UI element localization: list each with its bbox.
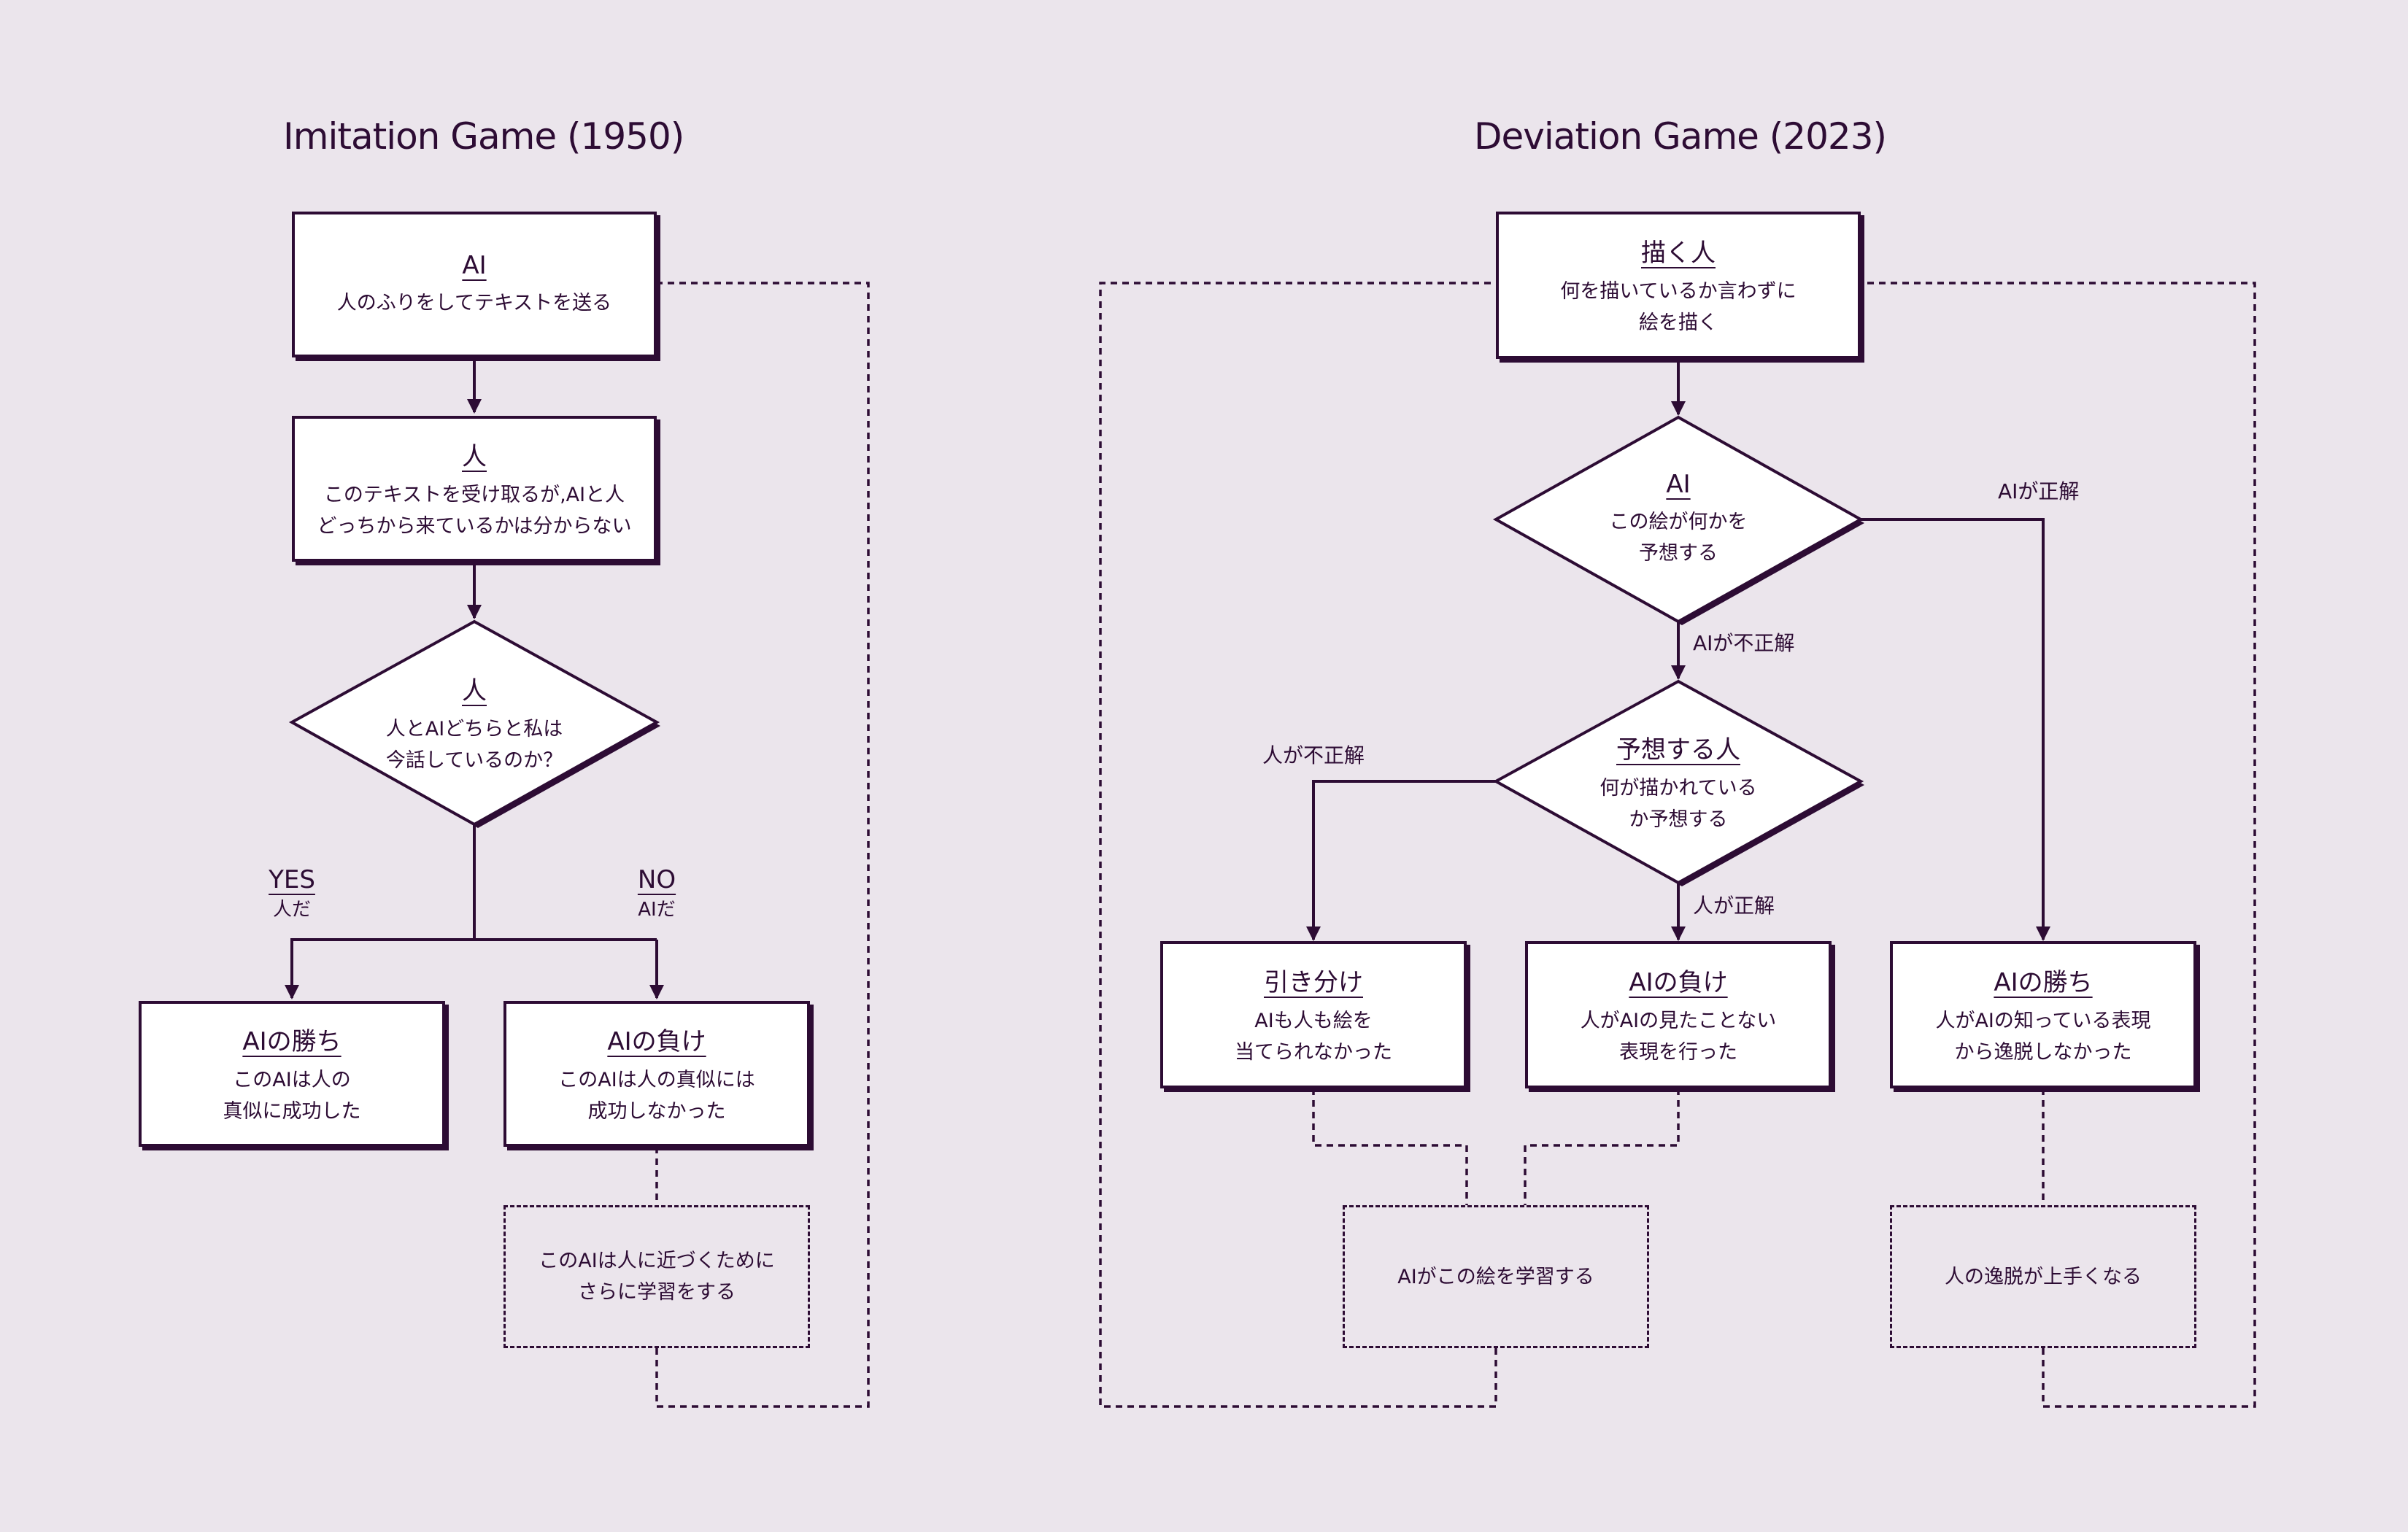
label-ai-incorrect: AIが不正解 xyxy=(1693,631,1795,655)
ai-lose-desc-1: このAIは人の真似には xyxy=(558,1068,755,1091)
dashed-loop-left xyxy=(655,282,870,1408)
draw-head: 引き分け xyxy=(1264,967,1363,997)
label-human-correct: 人が正解 xyxy=(1693,894,1775,918)
human-improves-desc: 人の逸脱が上手くなる xyxy=(1945,1265,2142,1288)
no-label: NO AIだ xyxy=(606,865,708,922)
ai-learns-drawing-desc: AIがこの絵を学習する xyxy=(1397,1265,1594,1288)
right-ai-lose-desc-1: 人がAIの見たことない xyxy=(1580,1009,1777,1032)
decision-diamond-guesser xyxy=(1492,679,1864,885)
ai-learn-desc-2: さらに学習をする xyxy=(578,1281,736,1304)
human-receiver-box: 人 このテキストを受け取るが,AIと人 どっちから来ているかは分からない xyxy=(292,416,657,562)
draw-desc-1: AIも人も絵を xyxy=(1254,1009,1373,1032)
ai-win-head: AIの勝ち xyxy=(242,1026,341,1056)
yes-head: YES xyxy=(269,865,315,894)
dashed-draw-to-learn xyxy=(1312,1088,1468,1205)
ai-lose-desc-2: 成功しなかった xyxy=(587,1099,726,1123)
ai-lose-head: AIの負け xyxy=(607,1026,706,1056)
human-receiver-desc-1: このテキストを受け取るが,AIと人 xyxy=(323,483,625,506)
ai-sender-head: AI xyxy=(462,250,487,280)
ai-sender-box: AI 人のふりをしてテキストを送る xyxy=(292,212,657,357)
right-ai-lose-head: AIの負け xyxy=(1629,967,1728,997)
arrow-ai-correct xyxy=(1861,518,2050,941)
dashed-loop-outer-left xyxy=(1099,282,1497,1408)
imitation-game-title: Imitation Game (1950) xyxy=(283,115,684,158)
draw-desc-2: 当てられなかった xyxy=(1235,1040,1392,1064)
drawer-desc-1: 何を描いているか言わずに xyxy=(1560,279,1797,303)
human-receiver-head: 人 xyxy=(462,441,487,471)
arrow-human-incorrect xyxy=(1306,780,1497,941)
decision-left-head: 人 xyxy=(462,676,487,705)
human-improves-box: 人の逸脱が上手くなる xyxy=(1890,1205,2196,1348)
ai-guess-desc-1: この絵が何かを xyxy=(1609,511,1748,533)
ai-learn-desc-1: このAIは人に近づくために xyxy=(539,1250,775,1272)
decision-diamond-ai xyxy=(1492,415,1864,624)
yes-label: YES 人だ xyxy=(241,865,343,922)
decision-left-desc-2: 今話しているのか？ xyxy=(385,748,563,772)
no-desc: AIだ xyxy=(638,899,676,921)
right-ai-win-head: AIの勝ち xyxy=(1994,967,2093,997)
drawer-head: 描く人 xyxy=(1641,238,1716,268)
decision-left-desc-1: 人とAIどちらと私は xyxy=(385,717,563,740)
ai-guess-desc-2: 予想する xyxy=(1639,542,1718,565)
draw-box: 引き分け AIも人も絵を 当てられなかった xyxy=(1160,941,1467,1088)
deviation-game-title: Deviation Game (2023) xyxy=(1474,115,1887,158)
label-human-incorrect: 人が不正解 xyxy=(1262,743,1365,767)
guesser-desc-1: 何が描かれている xyxy=(1599,776,1757,800)
right-ai-win-desc-1: 人がAIの知っている表現 xyxy=(1935,1009,2151,1032)
right-ai-lose-box: AIの負け 人がAIの見たことない 表現を行った xyxy=(1525,941,1832,1088)
ai-sender-desc: 人のふりをしてテキストを送る xyxy=(336,291,612,314)
human-receiver-desc-2: どっちから来ているかは分からない xyxy=(317,514,632,538)
right-ai-lose-desc-2: 表現を行った xyxy=(1619,1040,1737,1064)
ai-win-box: AIの勝ち このAIは人の 真似に成功した xyxy=(139,1001,445,1147)
ai-learn-box: このAIは人に近づくために さらに学習をする xyxy=(503,1205,810,1348)
ai-lose-box: AIの負け このAIは人の真似には 成功しなかった xyxy=(503,1001,810,1147)
yes-desc: 人だ xyxy=(272,899,311,921)
label-ai-correct: AIが正解 xyxy=(1998,479,2080,503)
dashed-lose-to-learn-r xyxy=(1524,1088,1680,1205)
guesser-text: 予想する人 何が描かれている か予想する xyxy=(1496,681,1861,883)
drawer-box: 描く人 何を描いているか言わずに 絵を描く xyxy=(1496,212,1861,359)
guesser-head: 予想する人 xyxy=(1616,735,1740,765)
decision-left-text: 人 人とAIどちらと私は 今話しているのか？ xyxy=(292,622,657,824)
drawer-desc-2: 絵を描く xyxy=(1639,311,1718,334)
ai-learns-drawing-box: AIがこの絵を学習する xyxy=(1343,1205,1649,1348)
ai-win-desc-2: 真似に成功した xyxy=(223,1099,361,1123)
ai-win-desc-1: このAIは人の xyxy=(233,1068,351,1091)
ai-guess-text: AI この絵が何かを 予想する xyxy=(1496,417,1861,622)
ai-guess-head: AI xyxy=(1666,470,1691,499)
guesser-desc-2: か予想する xyxy=(1629,808,1728,831)
right-ai-win-box: AIの勝ち 人がAIの知っている表現 から逸脱しなかった xyxy=(1890,941,2196,1088)
right-ai-win-desc-2: から逸脱しなかった xyxy=(1954,1040,2132,1064)
decision-diamond-left xyxy=(288,619,660,827)
no-head: NO xyxy=(637,865,676,894)
dashed-loop-outer-right xyxy=(1861,282,2256,1408)
